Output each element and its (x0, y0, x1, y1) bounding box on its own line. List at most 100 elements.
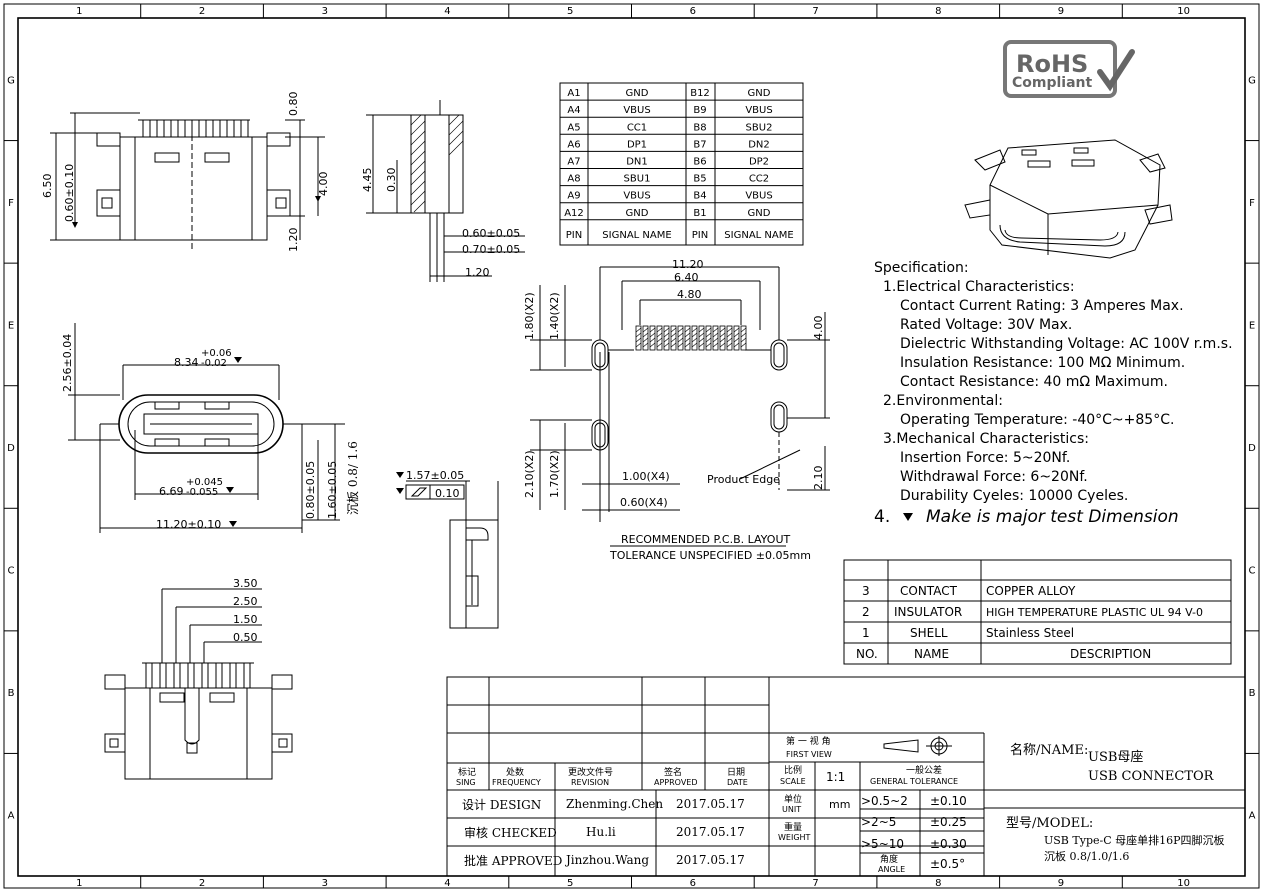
signal-name: CC2 (749, 174, 769, 185)
pin-table-header: SIGNAL NAME (602, 230, 671, 241)
scale-cn: 比例 (784, 764, 802, 776)
spec-line: Insertion Force: 5~20Nf. (900, 450, 1070, 466)
tolerance-angle-en: ANGLE (878, 865, 905, 874)
pin-id: B8 (693, 122, 706, 133)
material-no: 3 (862, 584, 870, 598)
dim-label: 0.50 (233, 631, 258, 644)
pin-id: B12 (690, 88, 710, 99)
dim-label: 8.34 (174, 356, 199, 369)
tolerance-value: ±0.5° (930, 857, 965, 871)
product-edge-label: Product Edge (707, 473, 780, 486)
material-no: 2 (862, 605, 870, 619)
dim-label: 1.20 (465, 266, 490, 279)
col-header-en: REVISION (571, 778, 609, 787)
material-table: 3 CONTACT COPPER ALLOY 2 INSULATOR HIGH … (843, 559, 1232, 665)
col-header-en: APPROVED (654, 778, 698, 787)
material-header-description: DESCRIPTION (1070, 647, 1151, 661)
frame-column-label: 5 (567, 878, 573, 889)
material-name: INSULATOR (894, 605, 962, 619)
dim-label: 1.40(X2) (548, 292, 561, 340)
name-cn: USB母座 (1088, 750, 1143, 765)
signal-name: SBU1 (624, 174, 651, 185)
dim-label: 0.70±0.05 (462, 243, 520, 256)
spec-line: Contact Current Rating: 3 Amperes Max. (900, 298, 1184, 314)
spec-note-text: Make is major test Dimension (926, 507, 1179, 527)
signoff-name: Zhenming.Chen (566, 797, 663, 811)
spec-title: Specification: (874, 260, 969, 276)
signal-name: DN2 (748, 139, 770, 150)
tolerance-range: >5~10 (861, 837, 904, 851)
signoff-name: Hu.li (586, 825, 616, 839)
frame-column-label: 1 (76, 878, 82, 889)
signoff-date: 2017.05.17 (676, 825, 745, 839)
frame-column-label: 3 (322, 878, 328, 889)
major-dimension-marker (903, 513, 913, 521)
frame-row-label: F (1249, 198, 1255, 209)
pin-id: A7 (567, 157, 580, 168)
frame-column-label: 6 (690, 6, 696, 17)
model-label: 型号/MODEL: (1006, 816, 1093, 831)
dim-tolerance: +0.06 (201, 348, 232, 359)
pin-id: A8 (567, 174, 580, 185)
pin-id: A5 (567, 122, 580, 133)
signal-name: GND (626, 88, 649, 99)
name-en: USB CONNECTOR (1088, 769, 1215, 784)
frame-row-label: C (1249, 566, 1256, 577)
dim-label: 2.50 (233, 595, 258, 608)
frame-column-label: 6 (690, 878, 696, 889)
signal-name: CC1 (627, 122, 647, 133)
title-block: 标记 SING 处数 FREQUENCY 更改文件号 REVISION 签名 A… (446, 676, 1246, 877)
frame-row-label: D (1248, 443, 1256, 454)
frame-column-label: 9 (1058, 878, 1064, 889)
flatness-view: 1.57±0.05 0.10 (396, 469, 499, 629)
first-angle-projection-symbol (883, 736, 952, 756)
dim-label: 0.80±0.05 (304, 461, 317, 519)
pin-id: A9 (567, 191, 580, 202)
dim-label: 1.00(X4) (622, 470, 670, 483)
tolerance-value: ±0.30 (930, 837, 967, 851)
frame-column-label: 4 (444, 878, 450, 889)
frame-row-label: A (8, 811, 15, 822)
frame-row-label: B (1249, 688, 1256, 699)
dim-label: 4.00 (812, 316, 825, 341)
signoff-date: 2017.05.17 (676, 853, 745, 867)
frame-row-label: A (1249, 811, 1256, 822)
specification: Specification: 1.Electrical Characterist… (874, 260, 1233, 527)
frame-row-label: G (1248, 75, 1256, 86)
spec-line: Operating Temperature: -40°C~+85°C. (900, 412, 1174, 428)
scale-value: 1:1 (826, 770, 845, 784)
projection-cn: 第 一 视 角 (786, 735, 831, 747)
tolerance-value: ±0.10 (930, 794, 967, 808)
top-view: 6.50 0.60±0.10 0.80 4.00 1.20 (41, 92, 330, 253)
signal-name: SBU2 (746, 122, 773, 133)
material-header-name: NAME (914, 647, 949, 661)
spec-line: Insulation Resistance: 100 MΩ Minimum. (900, 355, 1185, 371)
frame-column-label: 10 (1177, 878, 1190, 889)
signoff-date: 2017.05.17 (676, 797, 745, 811)
frame-row-label: E (8, 320, 14, 331)
dim-label: 4.00 (317, 172, 330, 197)
frame-column-label: 2 (199, 878, 205, 889)
pcb-layout: 11.20 6.40 4.80 1.80(X2) 1.40(X2) 4.00 2… (523, 258, 830, 562)
material-no: 1 (862, 626, 870, 640)
frame-column-label: 3 (322, 6, 328, 17)
spec-line: 3.Mechanical Characteristics: (883, 431, 1089, 447)
dim-tolerance: +0.045 (186, 477, 223, 488)
spec-line: Durability Cyeles: 10000 Cyeles. (900, 488, 1128, 504)
signal-name: GND (748, 208, 771, 219)
dim-label: 0.60±0.05 (462, 227, 520, 240)
signal-name: VBUS (745, 105, 772, 116)
scale-en: SCALE (780, 777, 806, 786)
pin-id: A6 (567, 139, 580, 150)
signoff-name: Jinzhou.Wang (564, 853, 649, 867)
pin-table-header: PIN (566, 230, 582, 241)
dim-label: 6.40 (674, 271, 699, 284)
pin-id: B6 (693, 157, 706, 168)
dim-label: 1.57±0.05 (406, 469, 464, 482)
pin-id: B5 (693, 174, 706, 185)
dim-tolerance: -0.02 (201, 358, 227, 369)
frame-column-label: 4 (444, 6, 450, 17)
weight-en: WEIGHT (778, 833, 811, 842)
